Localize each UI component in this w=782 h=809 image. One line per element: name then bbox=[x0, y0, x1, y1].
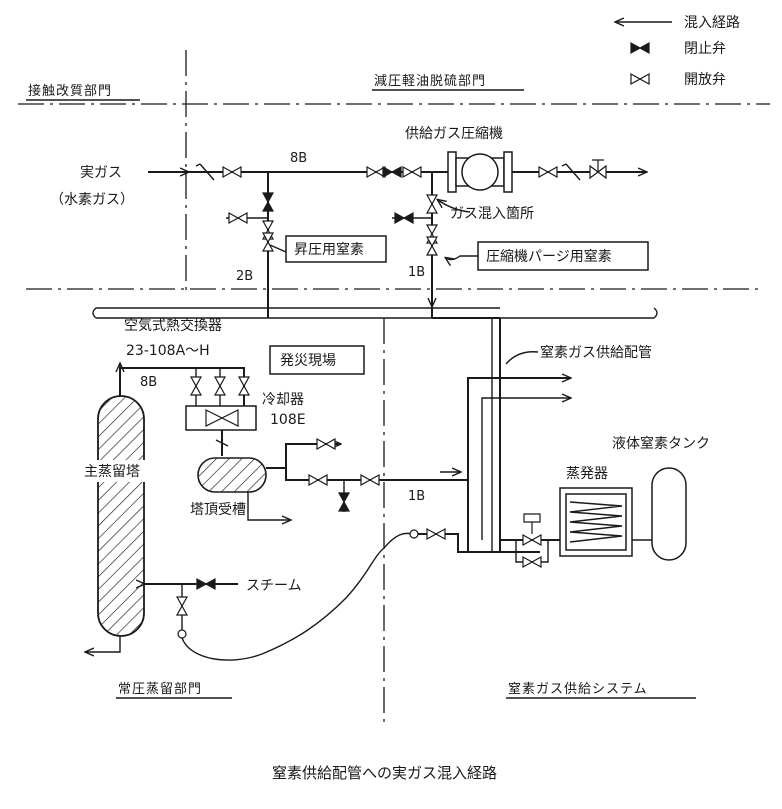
check-valve-left bbox=[195, 163, 215, 181]
column-overhead-pipe bbox=[119, 367, 245, 406]
column-bottom-route bbox=[86, 636, 121, 652]
temporary-hose bbox=[181, 532, 413, 661]
supply-loop-outer bbox=[467, 378, 570, 552]
box-purge-nitrogen bbox=[477, 241, 649, 271]
hose-to-nitrogen bbox=[418, 533, 540, 553]
cooler-pointer bbox=[215, 439, 229, 447]
evaporator-coil bbox=[569, 501, 623, 543]
control-valve-actuator bbox=[523, 513, 541, 534]
vent-valve-icon bbox=[316, 438, 336, 450]
bypass-valve-icon bbox=[522, 556, 542, 568]
label-hydrogen-gas: （水素ガス） bbox=[50, 192, 134, 208]
label-gas-entry-point: ガス混入箇所 bbox=[450, 205, 534, 222]
label-exchanger-id: 23-108A～H bbox=[126, 343, 210, 359]
valve-main-2-icon bbox=[366, 166, 386, 178]
line-1b-drain-valve-icon bbox=[338, 492, 350, 512]
label-cooler-id: 108E bbox=[270, 412, 306, 428]
boost-valve-open-2-icon bbox=[262, 232, 274, 252]
label-disaster-site: 発災現場 bbox=[280, 353, 336, 369]
legend-open-valve-label: 開放弁 bbox=[684, 72, 726, 88]
label-cooler: 冷却器 bbox=[262, 392, 304, 408]
purge-valve-1-icon bbox=[426, 194, 438, 214]
label-size-1b-mid: 1B bbox=[408, 489, 425, 504]
label-receiver-tank: 塔頂受槽 bbox=[190, 502, 246, 518]
supply-loop-inner bbox=[481, 398, 570, 540]
label-steam: スチーム bbox=[246, 578, 302, 594]
legend-open-valve-icon bbox=[630, 73, 650, 85]
legend-route-label: 混入経路 bbox=[684, 15, 740, 31]
main-column-label-bg bbox=[80, 460, 162, 482]
box-boost-nitrogen bbox=[285, 235, 387, 263]
nitrogen-pipe-pointer bbox=[505, 351, 539, 365]
liquid-nitrogen-tank bbox=[651, 467, 687, 561]
steam-branch-valve-icon bbox=[176, 596, 188, 616]
label-boost-nitrogen: 昇圧用窒素 bbox=[294, 241, 364, 258]
label-size-1b-top: 1B bbox=[408, 265, 425, 280]
label-size-2b: 2B bbox=[236, 269, 253, 284]
gas-entry-pointer bbox=[438, 200, 471, 213]
exchanger-valve-2-icon bbox=[214, 376, 226, 396]
area-catalytic-reforming: 接触改質部門 bbox=[28, 83, 112, 99]
valve-main-1-icon bbox=[222, 166, 242, 178]
valve-main-4-icon bbox=[402, 166, 422, 178]
diagram-caption: 窒素供給配管への実ガス混入経路 bbox=[272, 764, 497, 782]
control-valve-icon bbox=[522, 534, 542, 546]
steam-valve-icon bbox=[196, 578, 216, 590]
check-valve-right bbox=[561, 163, 581, 181]
hose-valve-icon bbox=[426, 528, 446, 540]
label-evaporator: 蒸発器 bbox=[566, 466, 608, 482]
relief-valve bbox=[589, 159, 607, 180]
purge-pointer bbox=[446, 255, 478, 260]
purge-drain-valve-icon bbox=[394, 212, 414, 224]
hose-connector bbox=[409, 529, 419, 539]
legend-closed-valve-icon bbox=[630, 42, 650, 54]
box-disaster-site bbox=[269, 345, 365, 375]
steam-branch-joint bbox=[177, 629, 187, 639]
label-real-gas: 実ガス bbox=[80, 165, 122, 181]
label-compressor: 供給ガス圧縮機 bbox=[405, 126, 503, 142]
label-size-8b-top: 8B bbox=[290, 151, 307, 166]
area-vacuum-gas-oil: 減圧軽油脱硫部門 bbox=[374, 73, 486, 89]
line-1b-valve-2-icon bbox=[360, 474, 380, 486]
compressor-rotor bbox=[461, 153, 499, 191]
label-nitrogen-pipe: 窒素ガス供給配管 bbox=[540, 344, 652, 361]
area-nitrogen-system: 窒素ガス供給システム bbox=[508, 681, 648, 697]
exchanger-valve-3-icon bbox=[238, 376, 250, 396]
receiver-tank bbox=[197, 457, 267, 493]
label-liquid-nitrogen-tank: 液体窒素タンク bbox=[612, 435, 710, 452]
valve-outlet-1-icon bbox=[538, 166, 558, 178]
break-line-upper bbox=[92, 307, 500, 319]
purge-valve-3-icon bbox=[426, 236, 438, 256]
line-1b-valve-1-icon bbox=[308, 474, 328, 486]
line-1b-to-nitrogen bbox=[285, 468, 468, 481]
label-purge-nitrogen: 圧縮機パージ用窒素 bbox=[486, 248, 612, 265]
legend: 混入経路 閉止弁 開放弁 bbox=[616, 15, 740, 88]
cooler-fan bbox=[205, 409, 239, 427]
valve-main-3-icon bbox=[382, 166, 402, 178]
exchanger-valve-1-icon bbox=[190, 376, 202, 396]
receiver-bottom-pipe bbox=[247, 492, 290, 520]
area-atmospheric-distillation: 常圧蒸留部門 bbox=[118, 682, 202, 697]
boost-valve-closed-icon bbox=[262, 192, 274, 212]
legend-closed-valve-label: 閉止弁 bbox=[684, 41, 726, 57]
boost-pointer bbox=[269, 244, 287, 253]
main-column bbox=[97, 395, 145, 637]
label-size-8b-left: 8B bbox=[140, 375, 157, 390]
compressor-flange-right bbox=[503, 151, 513, 193]
compressor-flange-left bbox=[447, 151, 457, 193]
break-line-lower bbox=[96, 307, 658, 319]
label-air-heat-exchanger: 空気式熱交換器 bbox=[124, 317, 222, 334]
boost-drain-valve-icon bbox=[228, 212, 248, 224]
receiver-vent-pipe bbox=[266, 444, 340, 469]
label-main-column: 主蒸留塔 bbox=[84, 464, 140, 480]
